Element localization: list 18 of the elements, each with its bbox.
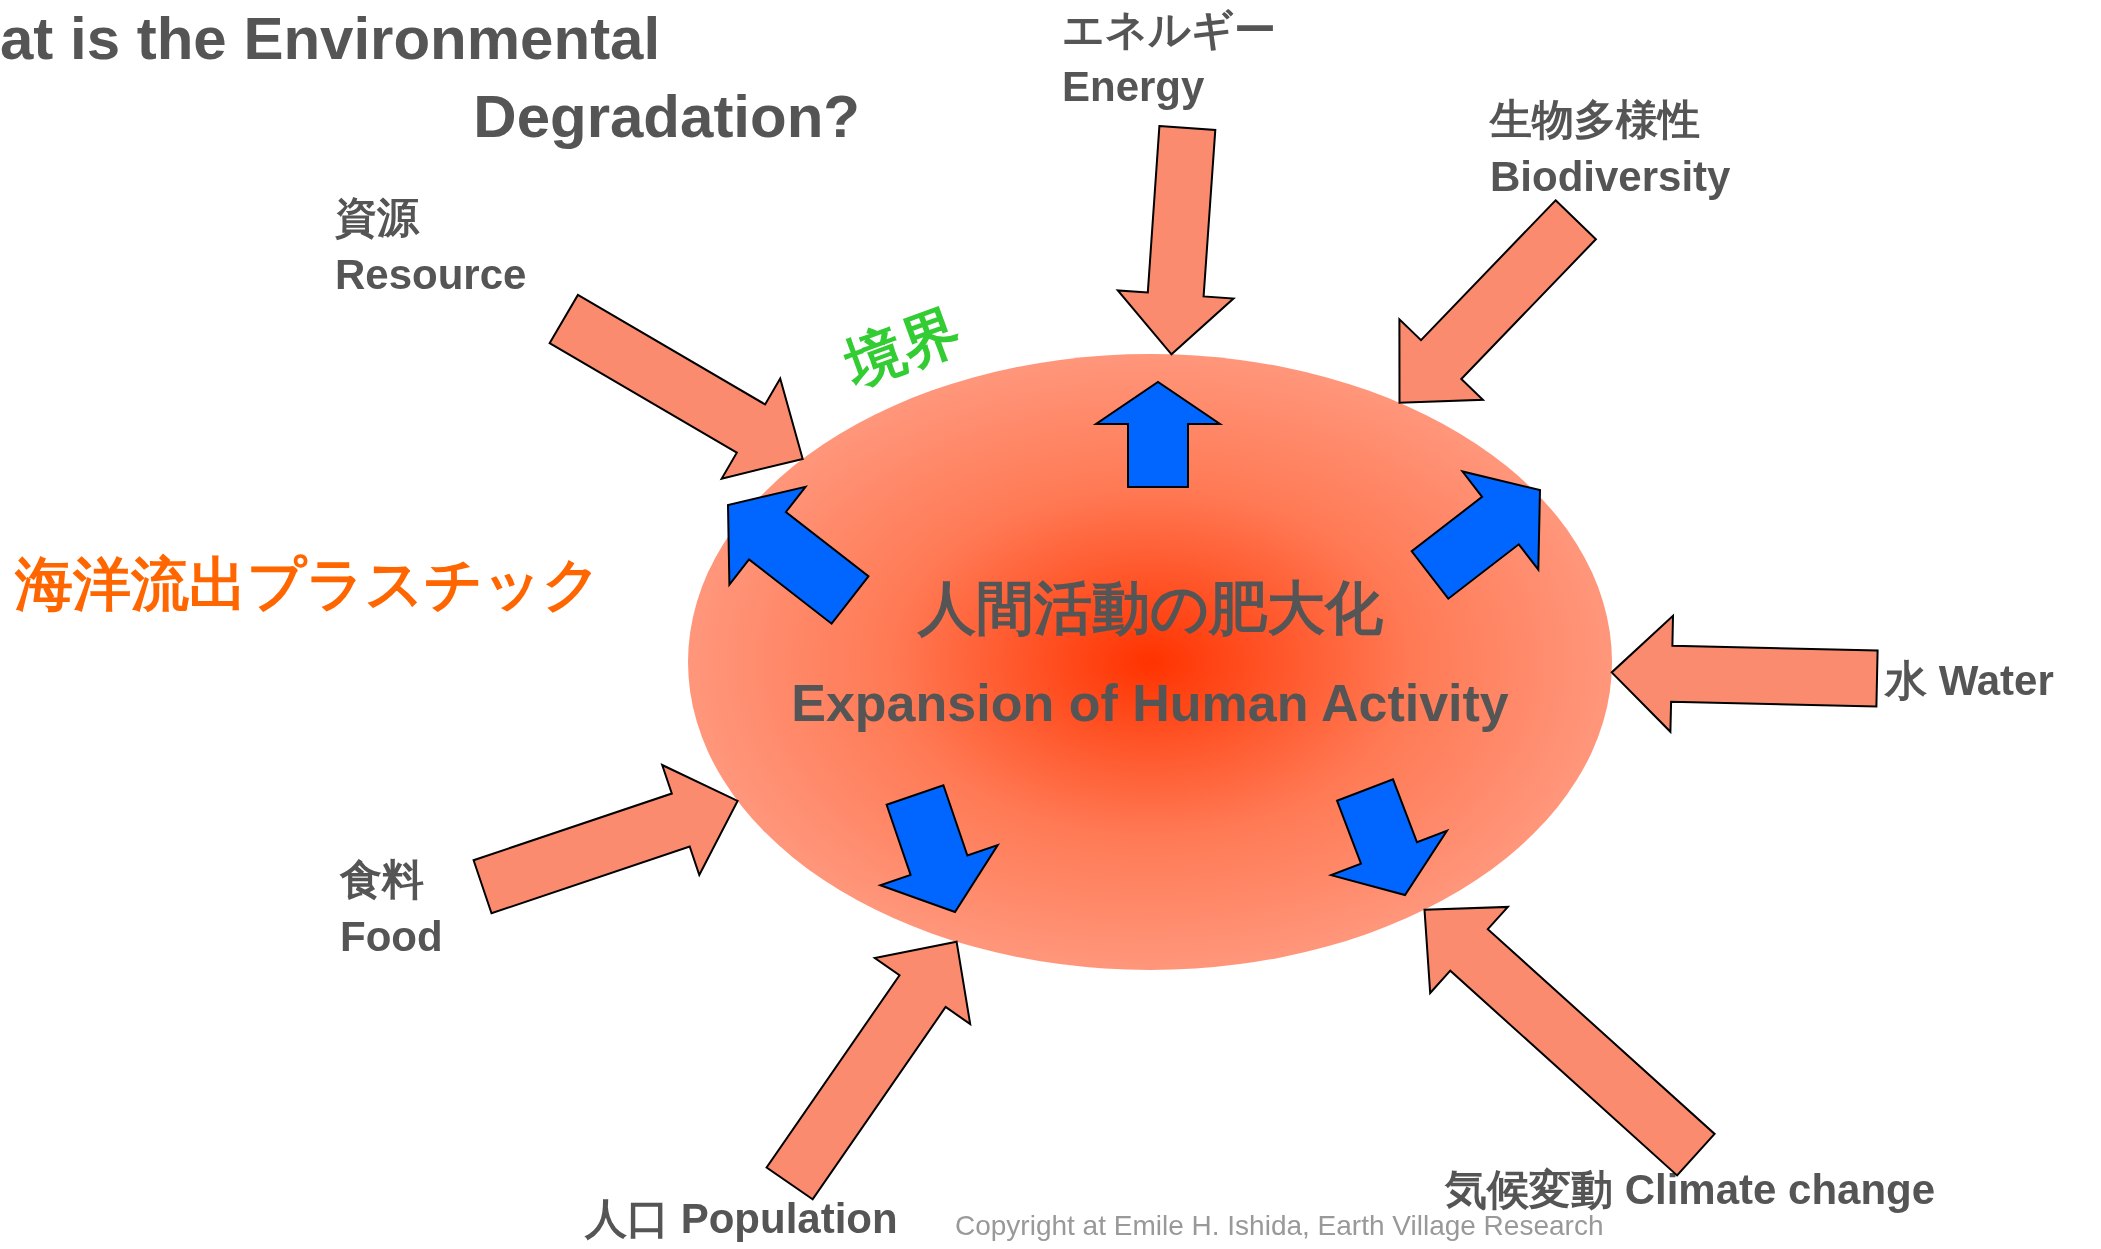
factor-label: 食料 Food: [340, 852, 475, 972]
note-label: 海洋流出プラスチック: [15, 555, 601, 613]
block-arrow: [1610, 613, 1879, 735]
factor-label: 資源 Resource: [335, 190, 565, 315]
factor-label: 人口 Population: [585, 1190, 945, 1248]
copyright-text: Copyright at Emile H. Ishida, Earth Village Research: [955, 1212, 1604, 1240]
block-arrow: [1398, 198, 1598, 404]
block-arrow: [1423, 905, 1716, 1177]
title: at is the Environmental Degradation?: [0, 4, 860, 152]
block-arrow: [1115, 124, 1236, 356]
boundary-label: 境界: [838, 299, 968, 395]
ellipse-text: 人間活動の肥大化: [917, 579, 1383, 637]
block-arrow: [548, 293, 804, 481]
block-arrow: [765, 940, 972, 1201]
factor-label: エネルギー Energy: [1062, 2, 1322, 120]
factor-label: 水 Water: [1885, 650, 2095, 712]
factor-label: 生物多様性 Biodiversity: [1490, 92, 1790, 214]
block-arrow: [472, 763, 739, 915]
